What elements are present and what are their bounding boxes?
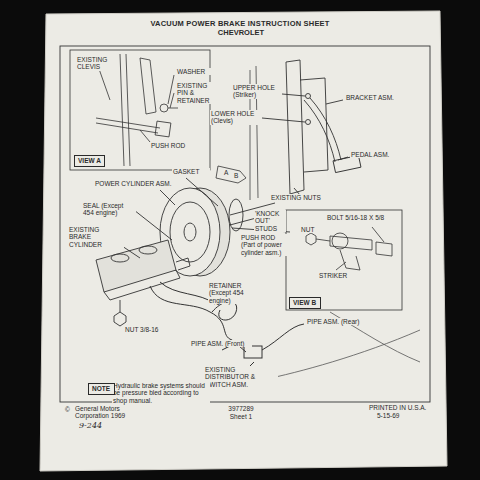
brake-cylinder bbox=[96, 240, 176, 292]
brake-cylinder bbox=[176, 258, 190, 270]
pedal-bracket bbox=[310, 98, 341, 160]
sheet-frame bbox=[60, 46, 430, 402]
part-label: NUT bbox=[300, 226, 320, 233]
pedal-bracket bbox=[250, 60, 361, 200]
view-b-inset bbox=[316, 239, 330, 241]
part-label: Hydraulic brake systems should be pressu… bbox=[112, 382, 210, 404]
footer-text: 9-244 bbox=[78, 422, 120, 431]
sheet-title: VACUUM POWER BRAKE INSTRUCTION SHEET bbox=[90, 19, 390, 28]
pedal-bracket bbox=[306, 94, 311, 99]
brake-pipes bbox=[150, 282, 304, 366]
part-label: PUSH ROD bbox=[150, 142, 192, 149]
fender-outline bbox=[262, 312, 420, 380]
note-tag: NOTE bbox=[88, 383, 115, 395]
part-label: PIPE ASM. (Rear) bbox=[306, 318, 378, 325]
view-b-inset bbox=[332, 233, 348, 249]
view-a-inset bbox=[170, 93, 174, 108]
part-label: SEAL (Except 454 engine) bbox=[82, 202, 136, 217]
view-a-inset bbox=[96, 118, 160, 128]
view-a-inset bbox=[140, 130, 150, 142]
view-b-inset bbox=[372, 227, 384, 242]
paper-sheet bbox=[40, 11, 447, 471]
view-a-inset bbox=[168, 108, 178, 109]
power-cylinder bbox=[134, 210, 172, 240]
power-cylinder bbox=[170, 202, 210, 262]
tag-text: NOTE bbox=[92, 385, 111, 392]
power-cylinder bbox=[184, 223, 196, 241]
part-label: UPPER HOLE (Striker) bbox=[232, 84, 280, 99]
view-b-inset bbox=[286, 210, 402, 310]
part-label: B bbox=[233, 172, 243, 179]
brake-cylinder bbox=[139, 246, 157, 254]
part-label: EXISTING BRAKE CYLINDER bbox=[68, 226, 124, 248]
brake-pipes bbox=[244, 346, 262, 358]
part-label: EXISTING PIN & RETAINER bbox=[176, 82, 212, 104]
view-a-inset bbox=[168, 75, 174, 104]
view-tag: VIEW B bbox=[289, 297, 321, 309]
part-label: BRACKET ASM. bbox=[345, 94, 407, 101]
footer-text: PRINTED IN U.S.A. bbox=[368, 404, 428, 411]
footer-text: 3977289 bbox=[218, 405, 264, 412]
part-label: POWER CYLINDER ASM. bbox=[94, 180, 186, 187]
part-label: PIPE ASM. (Front) bbox=[190, 340, 252, 347]
ab-arrow-callout bbox=[216, 166, 246, 183]
sheet-frame bbox=[60, 46, 430, 402]
view-b-inset bbox=[286, 210, 402, 310]
part-label: BOLT 5/16-18 X 5/8 bbox=[326, 214, 400, 221]
view-a-inset bbox=[126, 54, 130, 166]
pedal-bracket bbox=[282, 94, 305, 96]
view-tag: VIEW A bbox=[74, 155, 105, 167]
view-a-inset bbox=[98, 66, 110, 100]
tag-text: VIEW B bbox=[293, 299, 317, 306]
footer-text: 5-15-69 bbox=[376, 412, 418, 419]
view-a-inset bbox=[140, 58, 156, 114]
brake-pipes bbox=[262, 324, 304, 350]
footer-text: Sheet 1 bbox=[218, 413, 264, 420]
part-label: NUT 3/8-16 bbox=[124, 326, 176, 333]
make-heading: CHEVROLET bbox=[170, 29, 312, 37]
brake-cylinder bbox=[111, 254, 129, 262]
part-label: EXISTING CLEVIS bbox=[76, 56, 118, 71]
part-label: RETAINER (Except 454 engine) bbox=[208, 282, 266, 304]
part-label: WASHER bbox=[176, 68, 212, 75]
pedal-bracket bbox=[262, 118, 305, 122]
part-label: LOWER HOLE (Clevis) bbox=[210, 110, 258, 125]
pedal-bracket bbox=[300, 78, 328, 172]
brake-cylinder bbox=[104, 270, 180, 300]
view-b-inset bbox=[376, 242, 392, 256]
view-a-inset bbox=[120, 54, 124, 166]
fender-outline bbox=[262, 330, 420, 380]
part-label: STRIKER bbox=[318, 272, 360, 279]
view-a-inset bbox=[155, 121, 171, 137]
brake-pipes bbox=[160, 282, 215, 304]
power-cylinder bbox=[160, 190, 175, 205]
view-b-inset bbox=[306, 233, 316, 245]
brake-cylinder bbox=[114, 312, 126, 326]
part-label: PEDAL ASM. bbox=[350, 151, 412, 158]
brake-pipes bbox=[212, 301, 237, 320]
view-b-inset bbox=[336, 262, 346, 270]
part-label: EXISTING DISTRIBUTOR & SWITCH ASM. bbox=[204, 366, 278, 388]
brake-cylinder bbox=[96, 240, 190, 326]
part-label: PUSH ROD (Part of power cylinder asm.) bbox=[240, 234, 290, 256]
part-label: A bbox=[223, 169, 233, 176]
pedal-bracket bbox=[326, 100, 343, 104]
footer-text: © bbox=[64, 406, 74, 413]
part-label: 'KNOCK OUT' STUDS bbox=[254, 210, 286, 232]
brake-cylinder bbox=[120, 300, 121, 312]
part-label: GASKET bbox=[172, 168, 210, 175]
footer-text: General Motors Corporation 1969 bbox=[74, 405, 128, 420]
view-a-inset bbox=[160, 104, 168, 112]
view-b-inset bbox=[340, 250, 360, 270]
view-a-inset bbox=[96, 123, 158, 133]
pedal-bracket bbox=[306, 120, 311, 125]
ab-arrow-callout bbox=[216, 166, 246, 183]
part-label: EXISTING NUTS bbox=[270, 194, 332, 201]
pedal-bracket bbox=[338, 157, 348, 160]
brake-cylinder bbox=[122, 246, 140, 258]
paper-sheet bbox=[40, 11, 447, 471]
tag-text: VIEW A bbox=[78, 157, 101, 164]
power-cylinder bbox=[186, 178, 218, 206]
